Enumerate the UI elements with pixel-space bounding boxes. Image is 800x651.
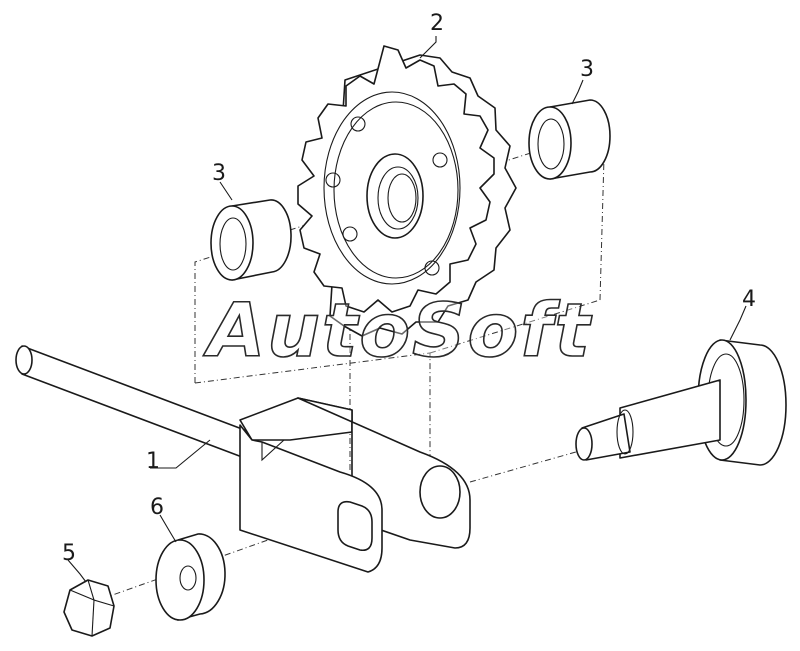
callout-1: 1 (146, 449, 160, 474)
callout-3-right: 3 (580, 57, 594, 82)
callout-5: 5 (62, 541, 76, 566)
stepped-pin-part-4 (575, 339, 787, 466)
callout-4: 4 (742, 287, 756, 312)
callout-2: 2 (430, 11, 444, 36)
callout-leaders (67, 36, 747, 583)
washer-part-6 (155, 533, 226, 621)
callout-labels: 2 3 3 4 1 6 5 (62, 11, 756, 566)
autosoft-watermark: AutoSoft (203, 288, 592, 374)
callout-3-left: 3 (212, 161, 226, 186)
bushing-part-3-right (528, 99, 611, 180)
bushing-part-3-left (210, 199, 292, 281)
sprocket-part-2 (297, 45, 517, 337)
hex-nut-part-5 (63, 579, 115, 637)
callout-6: 6 (150, 495, 164, 520)
u-bracket (239, 397, 471, 573)
